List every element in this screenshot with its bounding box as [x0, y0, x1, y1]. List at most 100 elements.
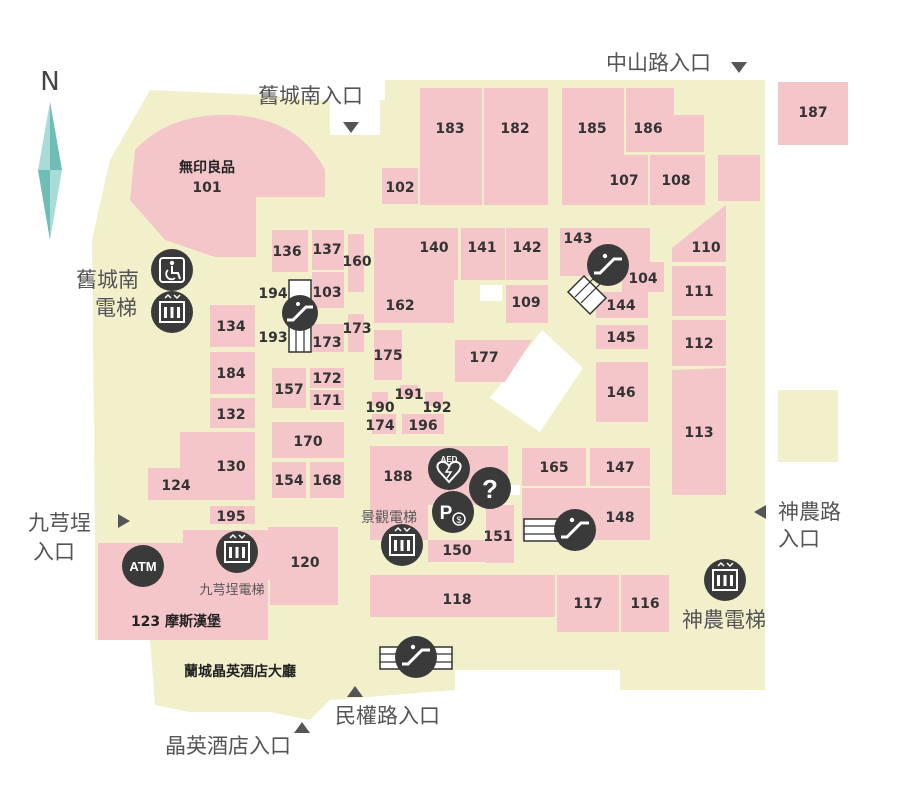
entrance-minquan: 民權路入口: [335, 704, 440, 728]
store-182[interactable]: [484, 88, 548, 205]
store-154[interactable]: [272, 462, 306, 498]
store-147-number: 147: [605, 460, 634, 476]
store-103[interactable]: [312, 272, 344, 308]
elevator-jiuqiong-icon[interactable]: [216, 531, 258, 573]
store-195[interactable]: [210, 506, 255, 524]
elevator-jingguan-icon[interactable]: [381, 524, 423, 566]
store-173a[interactable]: [312, 324, 344, 352]
store-177-number: 177: [469, 350, 498, 366]
store-172[interactable]: [310, 368, 344, 388]
store-188-number: 188: [383, 469, 412, 485]
escalator-south-icon[interactable]: [379, 636, 453, 678]
store-174[interactable]: [372, 414, 396, 434]
store-103-number: 103: [312, 285, 341, 301]
store-184[interactable]: [210, 352, 255, 394]
store-108[interactable]: [650, 155, 705, 205]
elevator-labels: 舊城南 電梯 景觀電梯 九芎埕電梯 神農電梯: [76, 268, 766, 632]
elevator-jiuchengnan-line2: 電梯: [95, 296, 137, 320]
store-136[interactable]: [272, 230, 308, 272]
escalator-east-icon[interactable]: [523, 509, 596, 551]
wheelchair-elevator-icon[interactable]: [151, 249, 193, 291]
elevator-jiuchengnan-icon[interactable]: [151, 291, 193, 333]
store-124[interactable]: [148, 468, 205, 500]
store-134[interactable]: [210, 305, 255, 347]
store-132[interactable]: [210, 398, 255, 428]
store-196[interactable]: [402, 414, 444, 434]
store-104[interactable]: [622, 262, 664, 292]
store-111[interactable]: [672, 266, 726, 316]
store-162-number: 162: [385, 298, 414, 314]
store-118[interactable]: [370, 575, 555, 617]
store-109[interactable]: [506, 285, 548, 323]
store-168[interactable]: [310, 462, 344, 498]
store-191[interactable]: [400, 385, 418, 397]
entrance-jiuqiong-line2: 入口: [33, 540, 75, 564]
aed-icon[interactable]: AED: [428, 448, 470, 490]
store-160[interactable]: [348, 234, 364, 292]
store-165[interactable]: [522, 448, 586, 486]
entrance-jiuqiong-arrow-icon: [118, 514, 130, 528]
escalator-north-icon[interactable]: [282, 279, 318, 353]
store-146[interactable]: [596, 362, 648, 422]
entrance-jingying: 晶英酒店入口: [165, 734, 291, 758]
entrance-zhongshan-arrow-icon: [731, 62, 747, 73]
icons: ATM AED ? P $: [122, 244, 746, 678]
store-110-number: 110: [691, 240, 720, 256]
store-113[interactable]: [672, 368, 726, 495]
store-173a-number: 173: [312, 335, 341, 351]
store-142-number: 142: [512, 240, 541, 256]
elevator-shennong-icon[interactable]: [704, 559, 746, 601]
store-141[interactable]: [461, 228, 505, 280]
store-150[interactable]: [428, 540, 486, 562]
store-173b[interactable]: [348, 314, 364, 352]
store-102[interactable]: [382, 168, 418, 204]
entrance-shennong-line1: 神農路: [778, 500, 841, 524]
store-188[interactable]: [370, 446, 508, 540]
store-186[interactable]: [626, 88, 704, 152]
entrance-jingying-arrow-icon: [294, 722, 310, 733]
store-187[interactable]: [778, 82, 848, 145]
store-150-number: 150: [442, 543, 471, 559]
store-110[interactable]: [672, 205, 726, 262]
store-171-number: 171: [312, 393, 341, 409]
store-157-number: 157: [274, 382, 303, 398]
atm-icon[interactable]: ATM: [122, 545, 164, 587]
elevator-jiuqiong-label: 九芎埕電梯: [199, 582, 264, 598]
store-177[interactable]: [455, 340, 532, 382]
store-165-number: 165: [539, 460, 568, 476]
store-116[interactable]: [621, 575, 669, 632]
store-107[interactable]: [600, 155, 648, 205]
store-137[interactable]: [312, 230, 344, 270]
store-123-label: 123 摩斯漢堡: [131, 613, 221, 630]
entrance-jiuchengnan-arrow-icon: [343, 122, 359, 133]
store-143-number: 143: [563, 231, 592, 247]
store-140[interactable]: [410, 228, 458, 280]
info-icon[interactable]: ?: [469, 467, 511, 509]
store-175[interactable]: [374, 330, 402, 380]
store-151[interactable]: [486, 505, 514, 563]
store-157[interactable]: [272, 368, 306, 408]
store-187-number: 187: [798, 105, 827, 121]
store-117[interactable]: [557, 575, 619, 632]
store-124-number: 124: [161, 478, 190, 494]
store-134-number: 134: [216, 319, 245, 335]
elevator-shennong-label: 神農電梯: [682, 608, 766, 632]
store-142[interactable]: [506, 228, 548, 280]
store-147[interactable]: [590, 448, 650, 486]
store-113-number: 113: [684, 425, 713, 441]
store-183[interactable]: [420, 88, 482, 205]
store-145[interactable]: [596, 325, 648, 349]
store-107-number: 107: [609, 173, 638, 189]
entrance-zhongshan: 中山路入口: [606, 51, 711, 75]
store-170[interactable]: [272, 422, 344, 458]
escalator-northeast-icon[interactable]: [566, 244, 629, 316]
store-190[interactable]: [372, 392, 388, 406]
store-109-number: 109: [511, 295, 540, 311]
store-101[interactable]: [130, 114, 325, 257]
elevator-jiuchengnan-line1: 舊城南: [76, 268, 139, 292]
store-171[interactable]: [310, 390, 344, 410]
floor-cutouts: [330, 100, 583, 495]
store-192[interactable]: [425, 392, 443, 406]
store-112[interactable]: [672, 320, 726, 366]
parking-icon[interactable]: P $: [432, 491, 474, 533]
